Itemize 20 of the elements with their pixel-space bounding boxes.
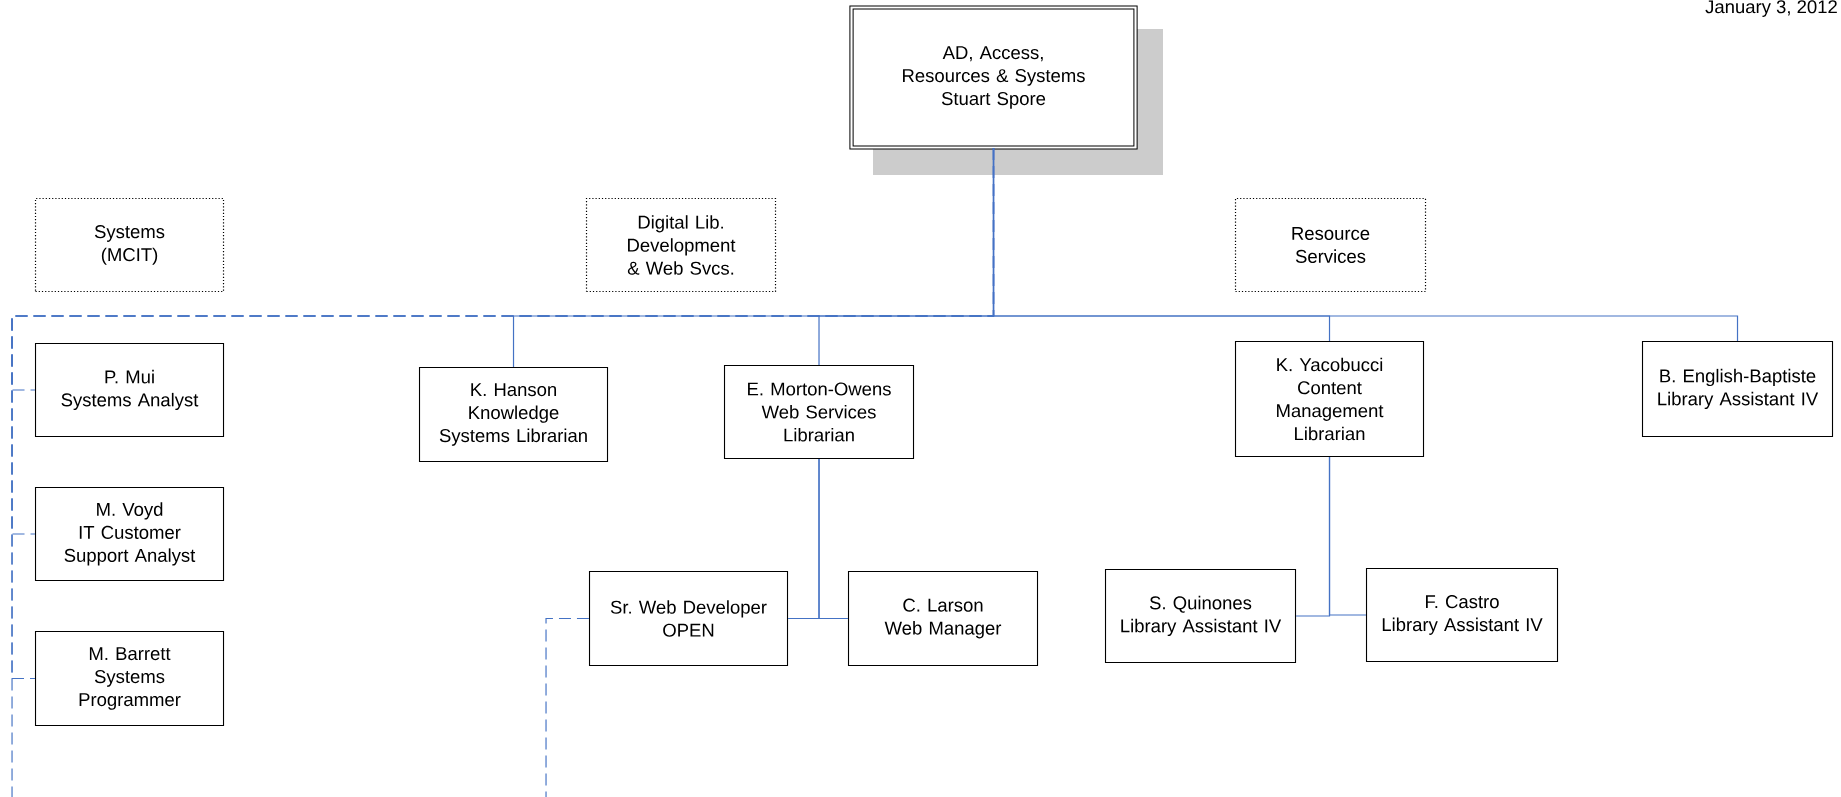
director-box: AD, Access, Resources & Systems Stuart Spore xyxy=(849,5,1163,175)
connector-line xyxy=(545,617,590,797)
position-box: Sr. Web Developer OPEN xyxy=(588,570,789,667)
position-box: M. Barrett Systems Programmer xyxy=(34,630,225,727)
connector-line xyxy=(1328,456,1367,616)
department-box: Digital Lib. Development & Web Svcs. xyxy=(585,197,777,293)
position-box: M. Voyd IT Customer Support Analyst xyxy=(34,486,225,582)
department-box: Resource Services xyxy=(1234,197,1427,293)
connector-line xyxy=(818,458,849,620)
position-box: K. Yacobucci Content Management Librarian xyxy=(1234,340,1425,458)
position-box: S. Quinones Library Assistant IV xyxy=(1104,568,1297,664)
connector-line xyxy=(992,147,1739,342)
date-label: January 3, 2012 xyxy=(1705,0,1837,17)
department-box: Systems (MCIT) xyxy=(34,197,225,293)
position-box: K. Hanson Knowledge Systems Librarian xyxy=(418,366,609,463)
position-box: P. Mui Systems Analyst xyxy=(34,342,225,438)
position-box: C. Larson Web Manager xyxy=(847,570,1039,667)
position-box: F. Castro Library Assistant IV xyxy=(1365,567,1559,663)
position-box: B. English-Baptiste Library Assistant IV xyxy=(1641,340,1834,438)
position-box: E. Morton-Owens Web Services Librarian xyxy=(723,364,915,460)
